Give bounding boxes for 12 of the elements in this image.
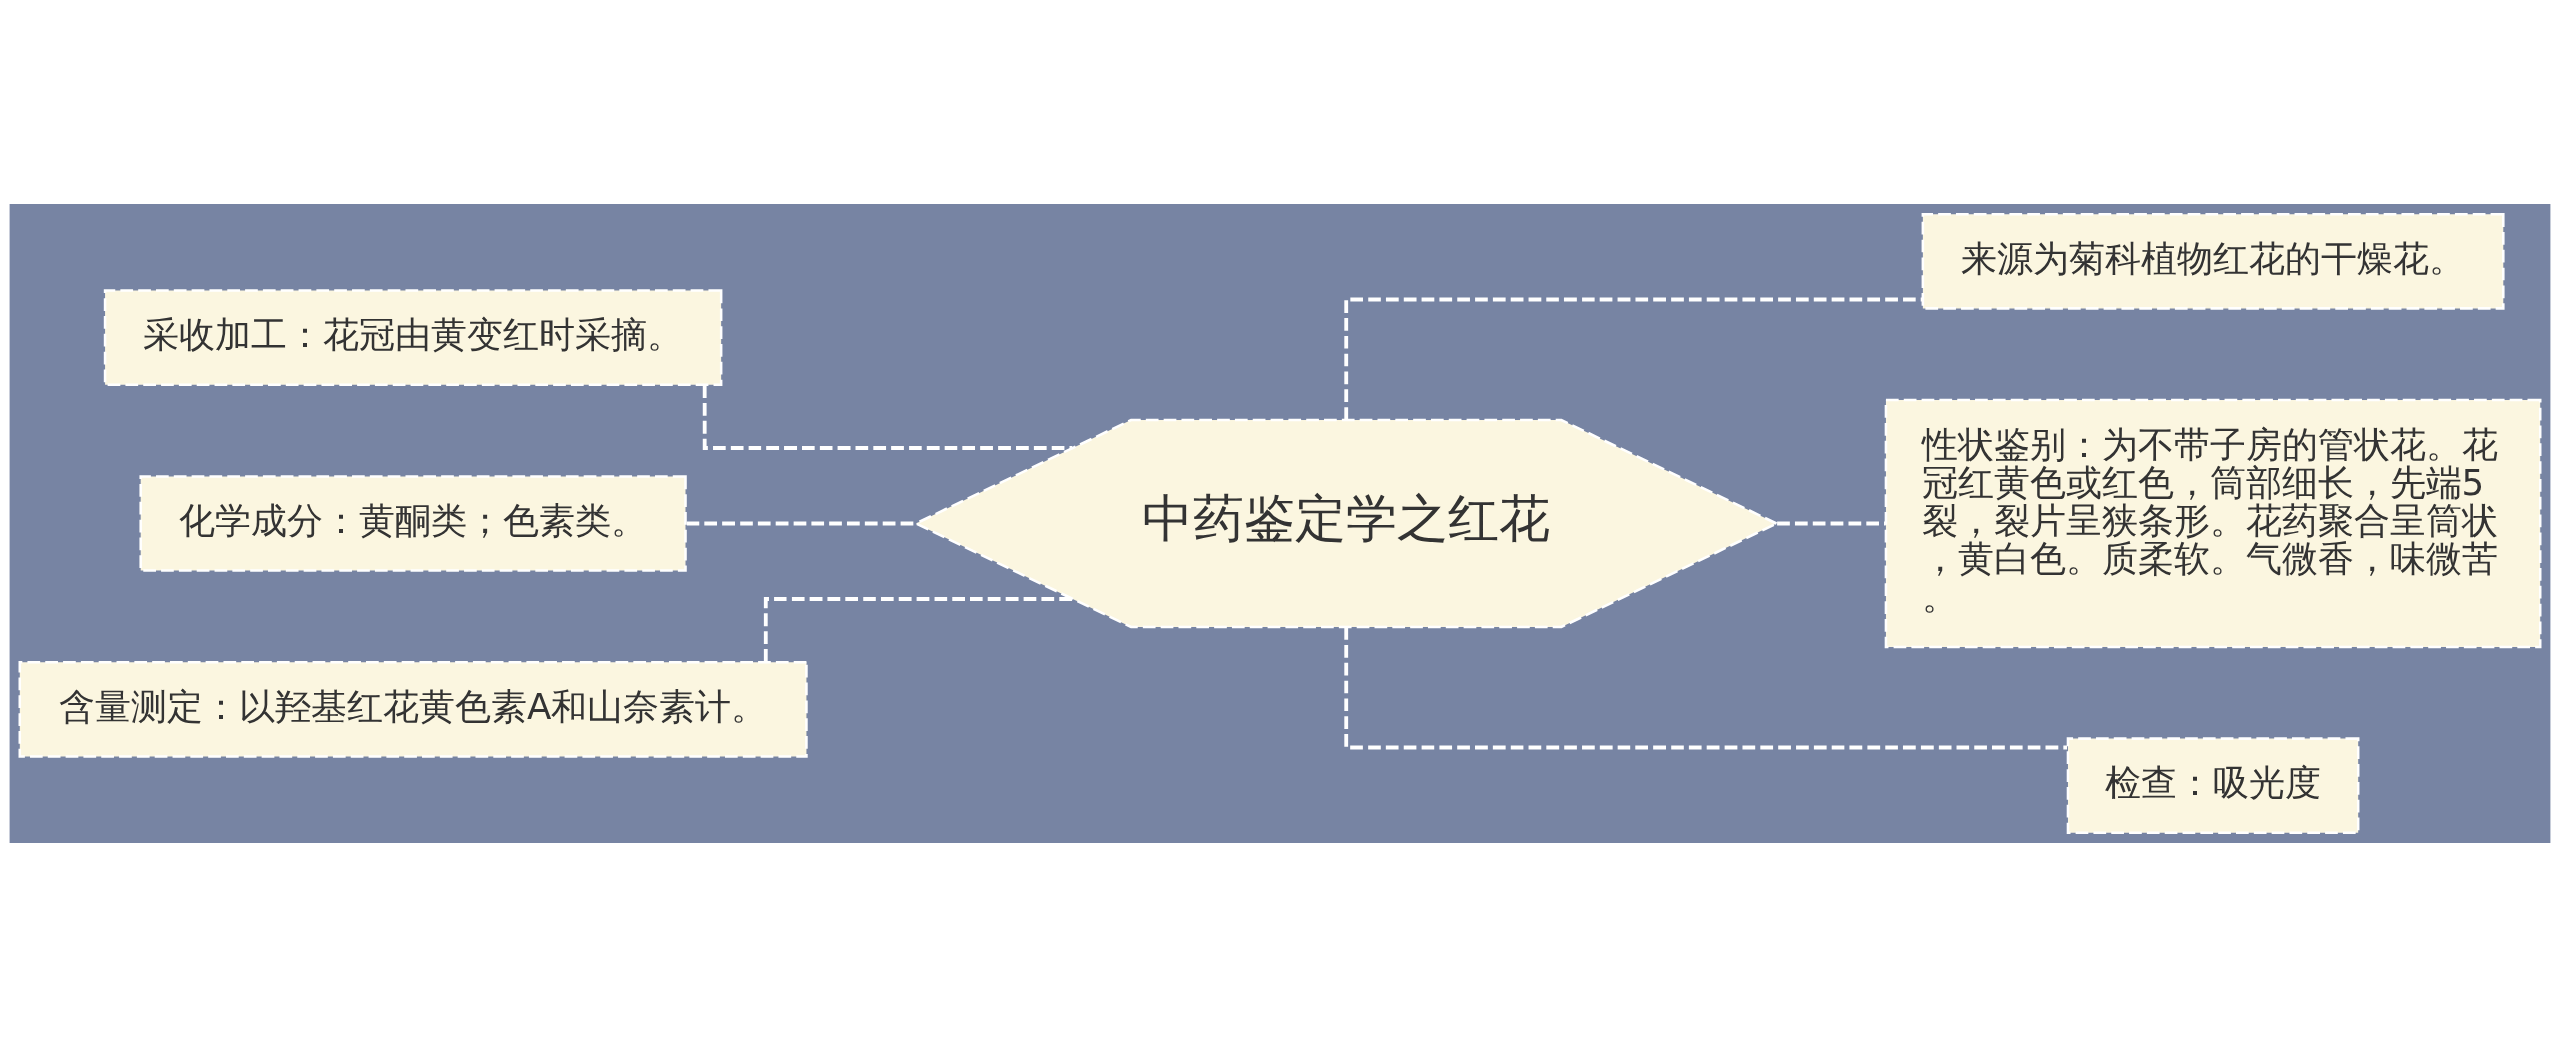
connector	[1344, 626, 2067, 749]
node-box: 含量测定：以羟基红花黄色素A和山奈素计。	[18, 660, 808, 758]
connector	[1344, 297, 1922, 420]
connector	[702, 384, 1073, 450]
node-box: 采收加工：花冠由黄变红时采摘。	[103, 288, 723, 386]
node-box: 来源为菊科植物红花的干燥花。	[1921, 212, 2505, 310]
connector	[763, 596, 1073, 662]
connector	[686, 521, 916, 525]
connector	[1777, 521, 1886, 525]
node-box: 性状鉴别：为不带子房的管状花。花冠红黄色或红色，筒部细长，先端5裂，裂片呈狭条形。花药聚合呈筒状，黄白色。质柔软。气微香，味微苦。	[1884, 398, 2542, 648]
node-box: 化学成分：黄酮类；色素类。	[139, 474, 687, 572]
node-box: 检查：吸光度	[2066, 736, 2360, 834]
